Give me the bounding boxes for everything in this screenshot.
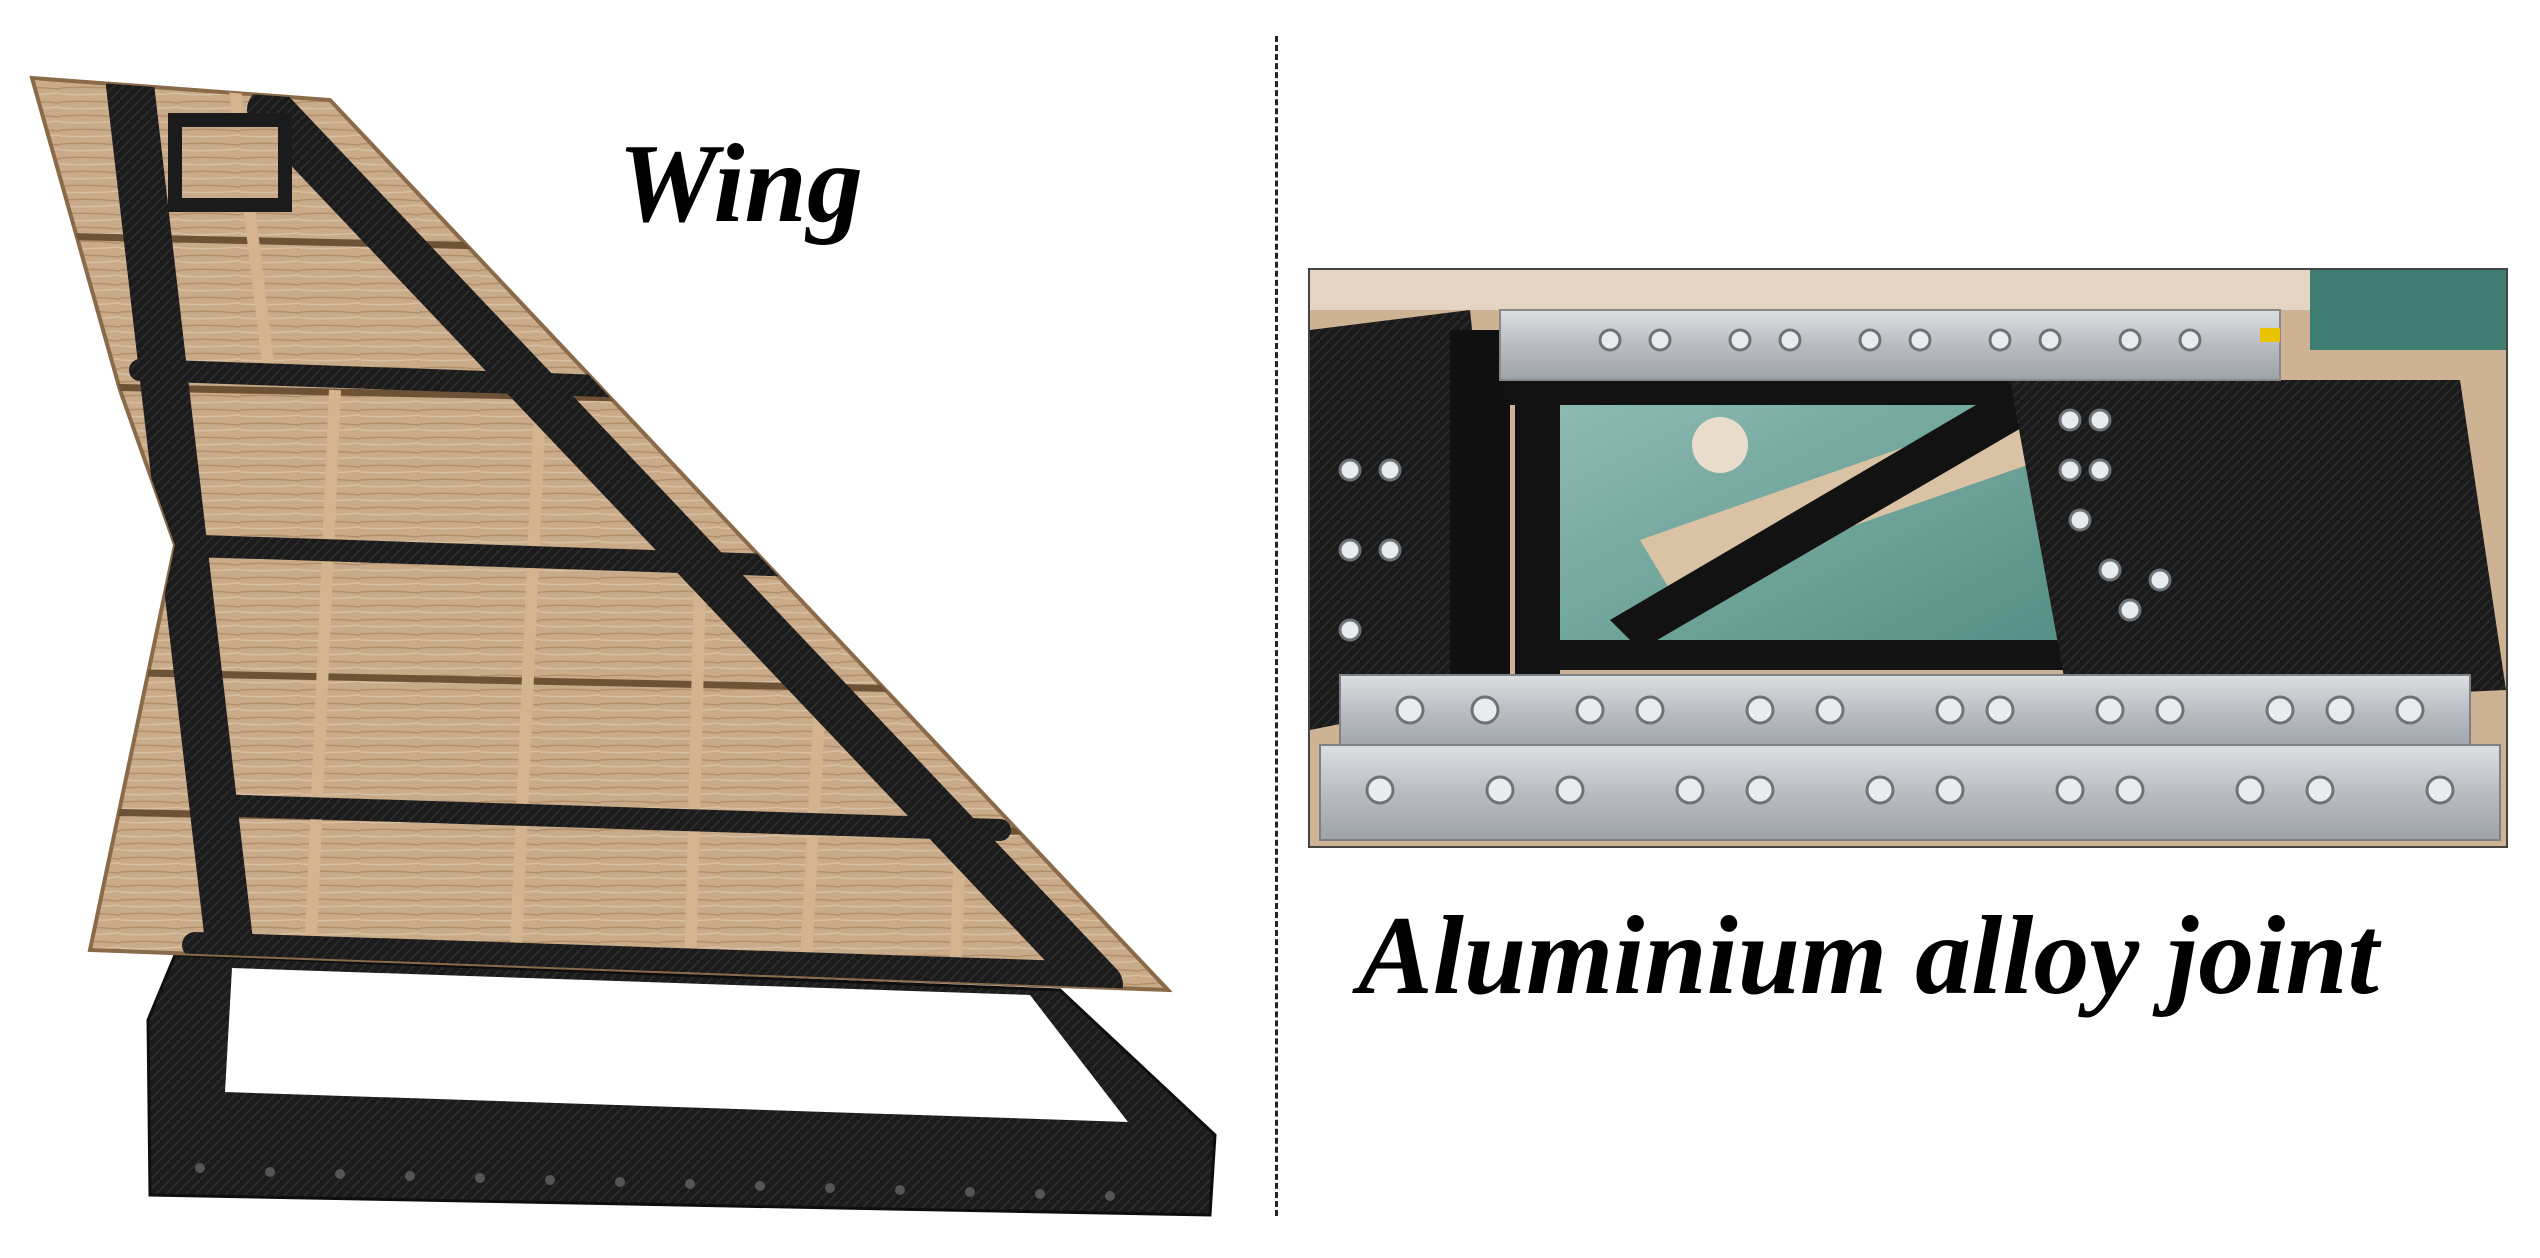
wing-photo: [29, 75, 1217, 1217]
wing-caption: Wing: [618, 122, 863, 246]
panel-divider: [1275, 36, 1278, 1216]
joint-photo: [1308, 268, 2508, 848]
carbon-frame-lower: [146, 953, 1217, 1217]
wooden-wing-panel: [29, 75, 1173, 993]
joint-caption: Aluminium alloy joint: [1358, 894, 2379, 1018]
